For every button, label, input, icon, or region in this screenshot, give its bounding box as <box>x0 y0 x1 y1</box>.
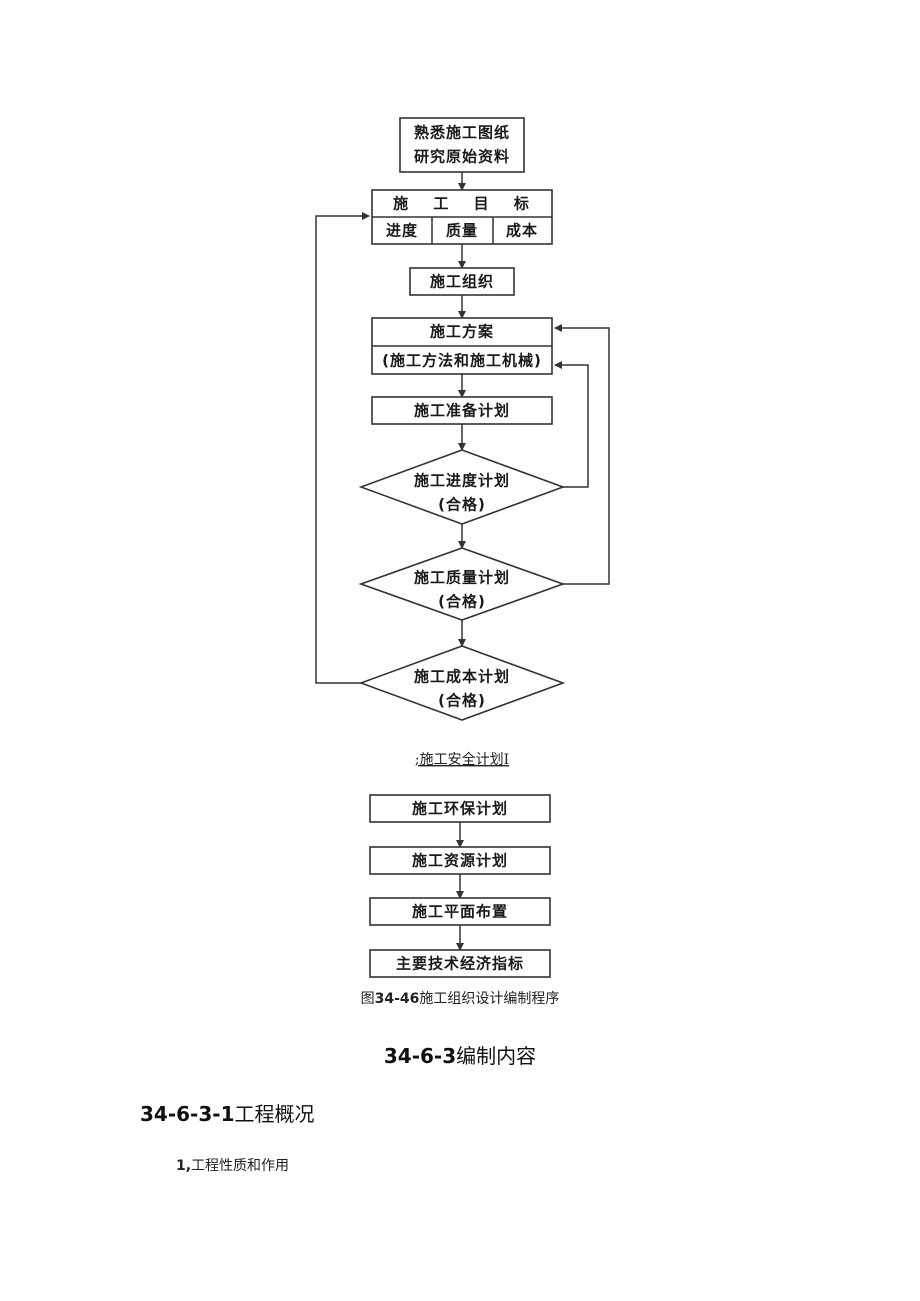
item-number: 1, <box>176 1158 192 1174</box>
subsection-heading: 34-6-3-1工程概况 <box>140 1098 314 1127</box>
caption-text: 施工组织设计编制程序 <box>419 991 560 1007</box>
cost-plan-diamond <box>358 645 566 721</box>
subsection-number: 34-6-3-1 <box>140 1102 235 1126</box>
goal-title: 施 工 目 标 <box>393 195 539 213</box>
cost-plan-label: 施工成本计划 <box>414 668 510 686</box>
section-heading: 34-6-3编制内容 <box>0 1040 920 1069</box>
resource-plan-box <box>369 846 551 875</box>
progress-plan-label: 施工进度计划 <box>414 472 510 490</box>
loop-cost-to-goal <box>315 212 370 684</box>
goal-cost: 成本 <box>506 222 538 240</box>
env-plan-label: 施工环保计划 <box>412 800 508 818</box>
quality-plan-label: 施工质量计划 <box>414 569 510 587</box>
loop-progress-to-plan <box>554 361 589 488</box>
familiarize-line2: 研究原始资料 <box>414 148 510 166</box>
indicators-box <box>369 949 551 978</box>
organization-box <box>409 267 515 296</box>
list-item: 1,工程性质和作用 <box>176 1155 289 1175</box>
organization-label: 施工组织 <box>430 273 494 291</box>
caption-number: 34-46 <box>374 991 420 1007</box>
item-text: 工程性质和作用 <box>191 1158 290 1174</box>
quality-plan-ok: (合格) <box>438 593 486 611</box>
goal-progress: 进度 <box>386 222 418 240</box>
section-number: 34-6-3 <box>383 1044 457 1068</box>
resource-plan-label: 施工资源计划 <box>412 852 508 870</box>
indicators-label: 主要技术经济指标 <box>396 955 524 973</box>
section-title-text: 编制内容 <box>456 1044 537 1068</box>
cost-plan-ok: (合格) <box>438 692 486 710</box>
prep-plan-label: 施工准备计划 <box>414 402 510 420</box>
layout-plan-label: 施工平面布置 <box>412 903 508 921</box>
figure-caption: 图34-46施工组织设计编制程序 <box>0 988 920 1008</box>
familiarize-line1: 熟悉施工图纸 <box>414 124 510 142</box>
safety-plan-label: ;施工安全计划I <box>415 751 509 768</box>
familiarize-box <box>399 117 525 173</box>
progress-plan-ok: (合格) <box>438 496 486 514</box>
subsection-title-text: 工程概况 <box>234 1102 315 1126</box>
flowchart: 熟悉施工图纸 研究原始资料 施 工 目 标 进度 质量 成本 施工组织 施工方案… <box>315 117 610 978</box>
goal-quality: 质量 <box>446 222 478 240</box>
caption-prefix: 图 <box>360 991 375 1007</box>
loop-quality-to-plan <box>554 324 610 585</box>
plan-detail: (施工方法和施工机械) <box>382 352 542 370</box>
plan-label: 施工方案 <box>430 323 494 341</box>
